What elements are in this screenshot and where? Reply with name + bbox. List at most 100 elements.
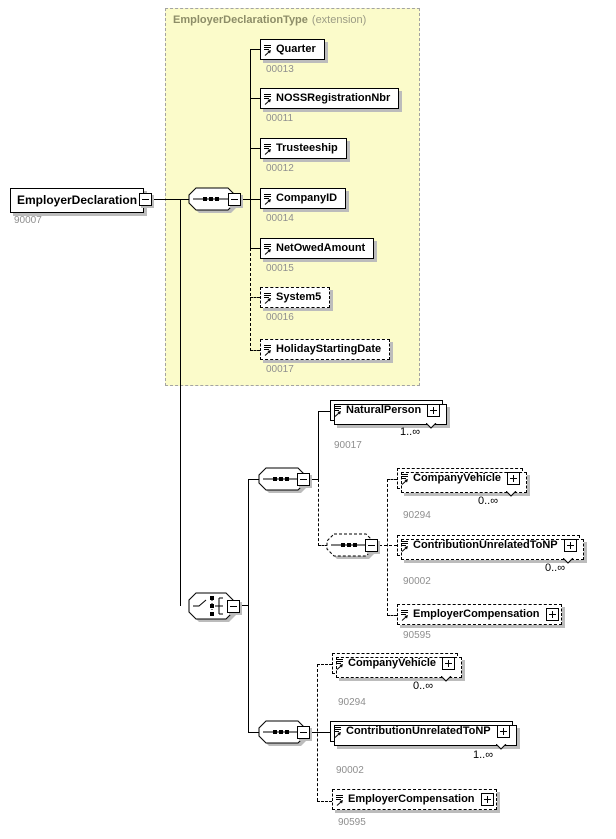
connector-line	[250, 248, 251, 351]
element-employercompensation-1[interactable]: EmployerCompensation	[397, 604, 562, 625]
connector-line	[250, 49, 260, 50]
element-companyid[interactable]: CompanyID	[260, 188, 347, 209]
connector-line	[387, 479, 397, 480]
element-id: 00012	[266, 163, 294, 174]
element-system5[interactable]: System5	[260, 287, 331, 308]
element-icon	[263, 43, 274, 57]
connector-line	[317, 801, 332, 802]
element-naturalperson[interactable]: NaturalPerson	[330, 400, 448, 429]
element-companyvehicle-2[interactable]: CompanyVehicle	[332, 653, 463, 682]
connector-line	[180, 199, 181, 606]
cardinality-label: 1..∞	[473, 749, 494, 761]
extension-title: EmployerDeclarationType(extension)	[173, 14, 366, 26]
element-icon	[263, 142, 274, 156]
expand-button[interactable]	[442, 656, 456, 670]
occurrence-notch	[440, 675, 452, 682]
expand-button[interactable]	[545, 607, 559, 621]
element-label: ContributionUnrelatedToNP	[346, 725, 491, 737]
connector-line	[318, 545, 328, 546]
element-icon	[400, 539, 411, 553]
connector-line	[250, 98, 260, 99]
element-nossregistrationnbr[interactable]: NOSSRegistrationNbr	[260, 88, 400, 109]
element-netowedamount[interactable]: NetOwedAmount	[260, 238, 375, 259]
element-id: 90595	[338, 817, 366, 828]
element-icon	[263, 242, 274, 256]
connector-line	[250, 297, 260, 298]
element-id: 90017	[334, 440, 362, 451]
expand-button[interactable]	[563, 538, 577, 552]
collapse-button[interactable]	[228, 193, 241, 206]
element-label: EmployerCompensation	[413, 608, 540, 620]
element-employercompensation-2[interactable]: EmployerCompensation	[332, 789, 497, 810]
connector-line	[250, 248, 260, 249]
collapse-button[interactable]	[139, 193, 152, 206]
collapse-button[interactable]	[297, 726, 310, 739]
sequence-connector-mid-icon[interactable]	[258, 467, 312, 497]
extension-type-name: EmployerDeclarationType	[173, 14, 308, 26]
collapse-button[interactable]	[227, 600, 240, 613]
element-id: 00011	[266, 113, 294, 124]
element-label: CompanyVehicle	[413, 472, 502, 484]
element-id: 90595	[403, 630, 431, 641]
element-label: NaturalPerson	[346, 404, 422, 416]
connector-line	[250, 148, 260, 149]
element-holidaystartingdate[interactable]: HolidayStartingDate	[260, 339, 391, 360]
collapse-button[interactable]	[365, 539, 378, 552]
connector-line	[387, 479, 388, 616]
connector-line	[387, 615, 397, 616]
element-label: Trusteeship	[276, 142, 338, 154]
element-quarter[interactable]: Quarter	[260, 39, 325, 60]
element-trusteeship[interactable]: Trusteeship	[260, 138, 347, 159]
element-label: System5	[276, 291, 322, 303]
occurrence-notch	[562, 557, 574, 564]
cardinality-label: 0..∞	[478, 495, 499, 507]
cardinality-label: 0..∞	[545, 562, 566, 574]
element-label: NOSSRegistrationNbr	[276, 92, 391, 104]
expand-button[interactable]	[427, 403, 441, 417]
element-id: 90294	[403, 510, 431, 521]
cardinality-label: 1..∞	[400, 426, 421, 438]
connector-line	[248, 732, 260, 733]
occurrence-notch	[495, 743, 507, 750]
sequence-connector-top-icon[interactable]	[188, 187, 242, 217]
sequence-connector-bottom-icon[interactable]	[258, 720, 312, 750]
element-id: 90002	[403, 576, 431, 587]
element-icon	[333, 725, 344, 739]
element-id: 00014	[266, 213, 294, 224]
expand-button[interactable]	[480, 792, 494, 806]
connector-line	[311, 732, 330, 733]
connector-line	[250, 49, 251, 249]
occurrence-notch	[505, 490, 517, 497]
connector-line	[318, 411, 319, 480]
element-employerdeclaration[interactable]: EmployerDeclaration	[10, 188, 145, 213]
element-label: HolidayStartingDate	[276, 343, 382, 355]
element-icon	[400, 472, 411, 486]
choice-connector-icon[interactable]	[188, 592, 240, 625]
element-icon	[263, 92, 274, 106]
connector-line	[318, 411, 330, 412]
element-id: 00016	[266, 312, 294, 323]
connector-line	[153, 199, 190, 200]
element-label: CompanyVehicle	[348, 657, 437, 669]
expand-button[interactable]	[496, 724, 510, 738]
connector-line	[317, 664, 318, 801]
element-id: 00013	[266, 64, 294, 75]
element-contributionunrelatedtonp-1[interactable]: ContributionUnrelatedToNP	[397, 535, 584, 564]
element-label: EmployerDeclaration	[17, 193, 138, 207]
sequence-connector-optional-icon[interactable]	[326, 533, 380, 563]
cardinality-label: 0..∞	[413, 680, 434, 692]
collapse-button[interactable]	[297, 473, 310, 486]
occurrence-notch	[425, 422, 437, 429]
connector-line	[248, 479, 260, 480]
element-companyvehicle-1[interactable]: CompanyVehicle	[397, 468, 528, 497]
element-id: 90002	[336, 765, 364, 776]
element-label: Quarter	[276, 43, 316, 55]
element-icon	[335, 793, 346, 807]
element-contributionunrelatedtonp-2[interactable]: ContributionUnrelatedToNP	[330, 721, 517, 750]
connector-line	[318, 479, 319, 546]
extension-kind: (extension)	[311, 14, 367, 26]
element-icon	[335, 657, 346, 671]
expand-button[interactable]	[507, 471, 521, 485]
element-icon	[263, 343, 274, 357]
element-id: 90007	[14, 215, 42, 226]
